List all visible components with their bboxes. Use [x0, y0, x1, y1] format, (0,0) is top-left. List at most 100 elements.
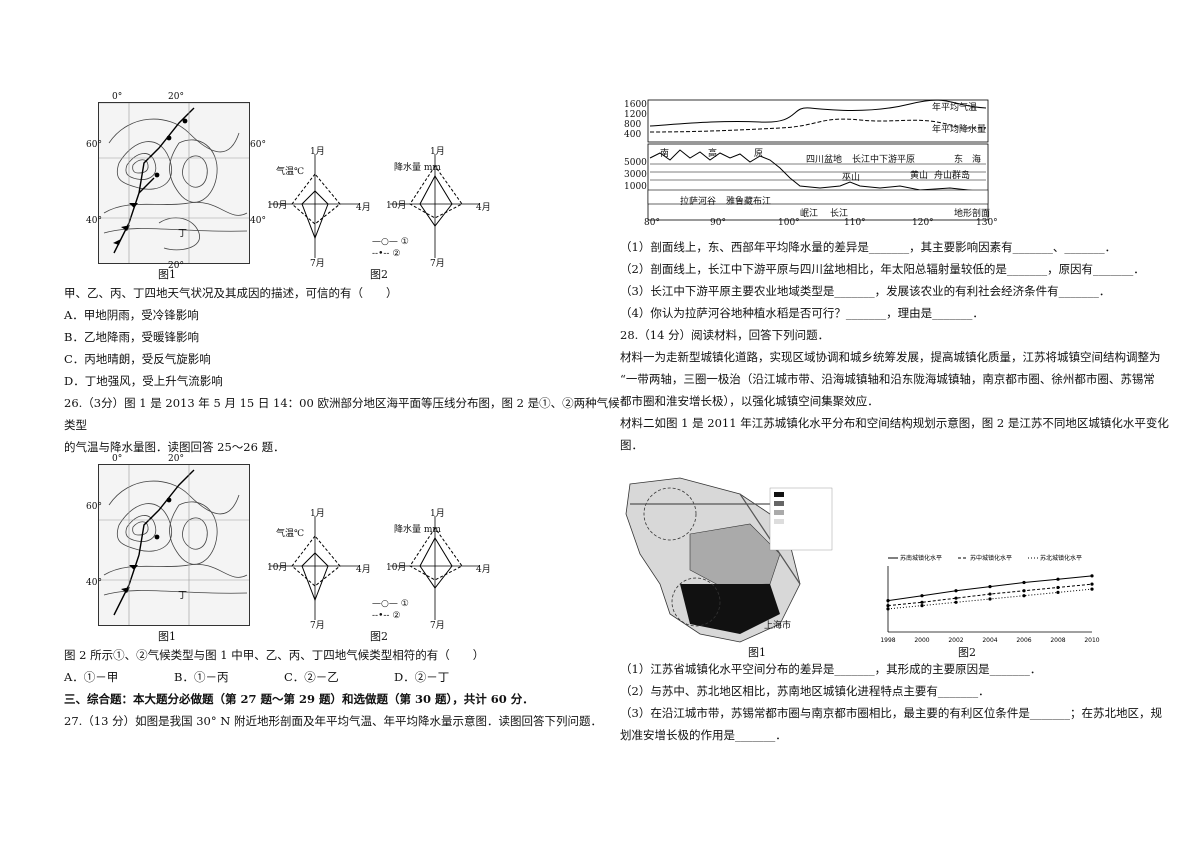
- profile-place-wushan: 巫山: [842, 173, 861, 183]
- map-label-lat-60: 60°: [86, 140, 102, 150]
- profile-place-minjiang: 岷江: [800, 209, 819, 219]
- jiangsu-map-caption: 图1: [748, 646, 766, 659]
- rain-polar-chart: [380, 146, 490, 266]
- profile-region-nan: 南: [660, 149, 670, 159]
- profile-place-zhoushan: 舟山群岛: [934, 171, 971, 181]
- chart-point-triangle: [988, 597, 992, 601]
- temp-polar-chart-repeat: [260, 508, 370, 628]
- fig2-caption-repeat: 图2: [370, 630, 388, 643]
- material1-line1: 材料一为走新型城镇化道路，实现区域协调和城乡统筹发展，提高城镇化质量，江苏将城镇…: [620, 350, 1161, 364]
- rain2-unit: 降水量 mm: [394, 525, 441, 535]
- jiangsu-map: [620, 474, 840, 646]
- q26-option-d[interactable]: D．②－丁: [394, 670, 450, 684]
- profile-tick-1200: 1200: [624, 110, 647, 120]
- chart-point-circle: [1090, 582, 1094, 586]
- legend-2: ②: [392, 249, 401, 259]
- profile-place-huangshan: 黄山: [910, 171, 929, 181]
- profile-x-90: 90°: [710, 218, 726, 228]
- q27-stem: 27.（13 分）如图是我国 30° N 附近地形剖面及年平均气温、年平均降水量…: [64, 714, 602, 728]
- q27-item-1: （1）剖面线上，东、西部年平均降水量的差异是_______，其主要影响因素有__…: [620, 240, 1117, 254]
- profile-x-130: 130°: [976, 218, 998, 228]
- rain2-label-bottom: 7月: [430, 621, 445, 631]
- material1-line3: 都市圈和淮安增长极），以强化城镇空间集聚效应．: [620, 394, 879, 408]
- climate-legend: —○— ① --•-- ②: [372, 237, 409, 259]
- profile-tick-1000: 1000: [624, 182, 647, 192]
- map2-label-lon-0: 0°: [112, 454, 123, 464]
- rain-label-right: 4月: [476, 203, 491, 213]
- profile-region-yuan: 原: [754, 149, 764, 159]
- chart-point-circle: [920, 600, 924, 604]
- q25-option-d[interactable]: D．丁地强风，受上升气流影响: [64, 374, 223, 388]
- q27-items: （1）剖面线上，东、西部年平均降水量的差异是_______，其主要影响因素有__…: [620, 236, 1180, 456]
- temp-unit: 气温℃: [276, 167, 305, 177]
- chart-series-line-1: [887, 575, 1093, 602]
- chart-x-tick: 2004: [982, 637, 997, 644]
- profile-place-section: 地形剖面: [954, 209, 991, 219]
- q28-item-2: （2）与苏中、苏北地区相比，苏南地区城镇化进程特点主要有_______．: [620, 684, 990, 698]
- chart-legend-label-1: 苏南城镇化水平: [900, 554, 942, 562]
- profile-tick-1600: 1600: [624, 100, 647, 110]
- chart-x-tick: 2010: [1084, 637, 1099, 644]
- profile-region-changjiang: 长江中下游平原: [852, 155, 916, 165]
- chart-point-triangle: [954, 600, 958, 604]
- chart-point-square: [1056, 577, 1060, 581]
- legend2-2: ②: [392, 611, 401, 621]
- q25-option-c[interactable]: C．丙地晴朗，受反气旋影响: [64, 352, 211, 366]
- rain-label-bottom: 7月: [430, 259, 445, 269]
- temp-label-right: 4月: [356, 203, 371, 213]
- chart-point-triangle: [920, 604, 924, 608]
- map-place-shanghai: 上海市: [764, 621, 792, 631]
- q28-item-3-cont: 划准安增长极的作用是_______．: [620, 728, 787, 742]
- profile-tick-800: 800: [624, 120, 642, 130]
- profile-legend-rain: 年平均降水量: [932, 125, 987, 135]
- chart-point-square: [886, 599, 890, 603]
- isobar-map: [98, 102, 250, 264]
- q26-option-c[interactable]: C．②－乙: [284, 670, 339, 684]
- q26-option-b[interactable]: B．①－丙: [174, 670, 229, 684]
- q26-option-a[interactable]: A．①－甲: [64, 670, 119, 684]
- map-label-lon-20: 20°: [168, 92, 184, 102]
- chart-point-triangle: [1022, 594, 1026, 598]
- map-label-lon-0: 0°: [112, 92, 123, 102]
- map2-label-lat-60: 60°: [86, 502, 102, 512]
- chart-point-triangle: [1056, 590, 1060, 594]
- temp2-label-left: 10月: [267, 563, 288, 573]
- material2-line1: 材料二如图 1 是 2011 年江苏城镇化水平分布和空间结构规划示意图，图 2 …: [620, 416, 1169, 430]
- isobar-map-repeat: [98, 464, 250, 626]
- left-column: 0° 20° 60° 40° 60° 40° 20° 丁 图1 1月 10月 4…: [64, 0, 624, 732]
- temp-label-top: 1月: [310, 147, 325, 157]
- chart-point-square: [988, 585, 992, 589]
- climate-legend-repeat: —○— ① --•-- ②: [372, 599, 409, 621]
- temp2-unit: 气温℃: [276, 529, 305, 539]
- chart-point-circle: [954, 596, 958, 600]
- figure-row-bottom: 0° 20° 60° 40° 丁 图1 1月 10月 4月 7月 气温℃: [64, 454, 624, 644]
- profile-x-100: 100°: [778, 218, 800, 228]
- map2-label-lat-40: 40°: [86, 578, 102, 588]
- temp-polar-chart: [260, 146, 370, 266]
- profile-place-lasa: 拉萨河谷: [680, 197, 717, 207]
- legend2-1: ①: [400, 599, 409, 609]
- profile-x-80: 80°: [644, 218, 660, 228]
- temp2-label-bottom: 7月: [310, 621, 325, 631]
- figure-row-top: 0° 20° 60° 40° 60° 40° 20° 丁 图1 1月 10月 4…: [64, 92, 624, 282]
- chart-x-tick: 2002: [948, 637, 963, 644]
- profile-tick-400: 400: [624, 130, 642, 140]
- urbanization-chart-caption: 图2: [958, 646, 976, 659]
- fig1-caption-repeat: 图1: [158, 630, 176, 643]
- chart-x-tick: 2006: [1016, 637, 1031, 644]
- q25-option-b[interactable]: B．乙地降雨，受暖锋影响: [64, 330, 199, 344]
- q26-line2: 的气温与降水量图．读图回答 25～26 题．: [64, 440, 285, 454]
- q28-items: （1）江苏省城镇化水平空间分布的差异是_______，其形成的主要原因是____…: [620, 658, 1180, 746]
- chart-point-circle: [988, 592, 992, 596]
- rain-label-left: 10月: [386, 201, 407, 211]
- chart-x-tick: 2008: [1050, 637, 1065, 644]
- profile-region-gao: 高: [708, 149, 718, 159]
- chart-legend-label-2: 苏中城镇化水平: [970, 554, 1012, 562]
- q25-option-a[interactable]: A．甲地阴雨，受冷锋影响: [64, 308, 199, 322]
- map-label-lat-40-right: 40°: [250, 216, 266, 226]
- q28-item-1: （1）江苏省城镇化水平空间分布的差异是_______，其形成的主要原因是____…: [620, 662, 1042, 676]
- chart-point-circle: [886, 604, 890, 608]
- profile-place-changjiang: 长江: [830, 209, 849, 219]
